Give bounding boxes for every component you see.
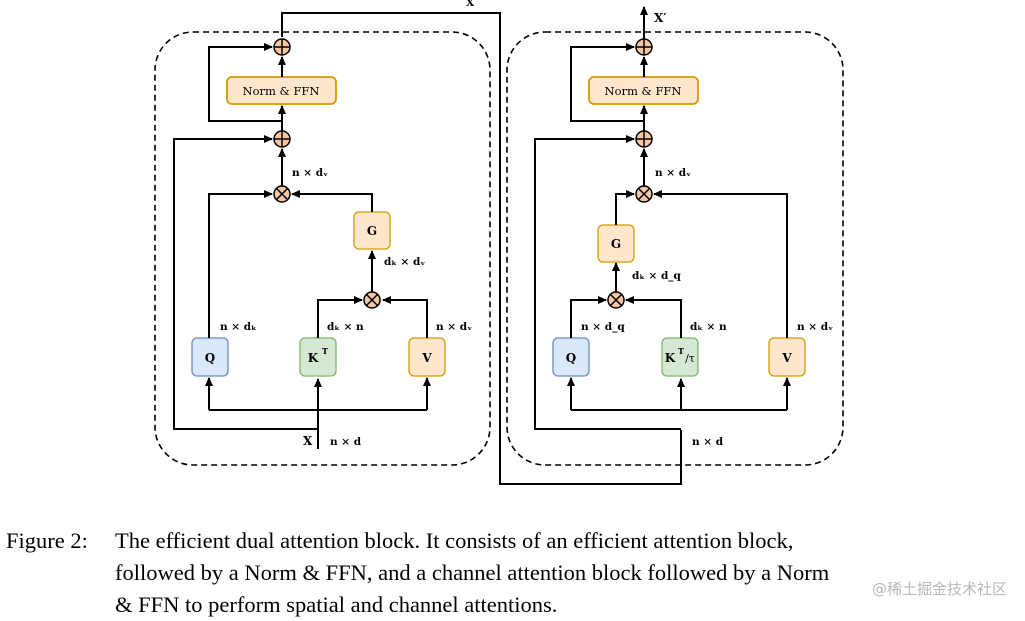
label-input-x: X <box>303 434 313 448</box>
k-superscript-channel: T <box>678 346 684 356</box>
label-n-d: n × d <box>330 436 362 448</box>
k-superscript: T <box>322 346 328 356</box>
label-dk-dq: dₖ × d_q <box>632 270 682 283</box>
label-dk-n: dₖ × n <box>327 321 364 333</box>
qk-multiply-icon <box>607 291 625 309</box>
k-label: K <box>308 351 319 365</box>
channel-residual-skip-1 <box>534 135 681 430</box>
label-n-dv-v: n × dᵥ <box>436 321 472 333</box>
channel-residual-add-icon-1 <box>635 130 653 148</box>
residual-add-icon-1 <box>273 130 291 148</box>
channel-residual-skip-2 <box>570 43 644 122</box>
label-dk-dv: dₖ × dᵥ <box>384 256 425 268</box>
q-to-mult-line-channel <box>570 296 607 338</box>
q-label-channel: Q <box>566 351 576 365</box>
v-to-mult-line-channel <box>653 190 788 338</box>
v-label-channel: V <box>781 351 792 365</box>
k-label-channel: K <box>665 351 676 365</box>
spatial-attention-block: Q K T V G <box>173 38 472 449</box>
spatial-block-outline <box>154 31 491 466</box>
norm-ffn-label: Norm & FFN <box>243 84 320 98</box>
q-to-mult-line <box>208 190 273 338</box>
watermark: @稀土掘金技术社区 <box>871 580 1007 598</box>
residual-add-icon-2 <box>273 38 291 56</box>
label-dk-n-channel: dₖ × n <box>690 321 727 333</box>
q-label: Q <box>205 351 215 365</box>
caption-line-3: & FFN to perform spatial and channel att… <box>115 592 558 617</box>
gv-multiply-icon <box>635 185 653 203</box>
v-to-mult-line <box>382 296 428 338</box>
caption-prefix: Figure 2: <box>6 528 88 553</box>
block-connector-line <box>281 12 682 485</box>
norm-ffn-label-channel: Norm & FFN <box>605 84 682 98</box>
label-n-dv-v-channel: n × dᵥ <box>797 321 833 333</box>
intermediate-x-label: X <box>466 0 475 9</box>
g-label-channel: G <box>611 237 621 251</box>
g-to-mult-line-channel <box>615 190 635 225</box>
label-n-d-channel: n × d <box>692 436 724 448</box>
k-to-mult-line-channel <box>625 296 682 338</box>
channel-attention-block: Q K T /τ V G Nor <box>534 6 833 448</box>
g-label: G <box>367 224 377 238</box>
v-label: V <box>421 351 432 365</box>
caption-line-2: followed by a Norm & FFN, and a channel … <box>115 560 830 585</box>
label-n-dq: n × d_q <box>581 321 625 334</box>
g-to-mult-line <box>291 190 373 212</box>
kv-multiply-icon <box>363 291 381 309</box>
channel-residual-add-icon-2 <box>635 38 653 56</box>
dual-attention-diagram: X Q K T V G <box>154 0 844 485</box>
k-suffix-channel: /τ <box>685 352 695 365</box>
figure-caption: Figure 2: The efficient dual attention b… <box>6 525 1021 621</box>
residual-skip-1 <box>173 135 318 430</box>
channel-block-outline <box>506 31 844 466</box>
output-x-prime-label: X′ <box>654 11 666 25</box>
label-n-dk: n × dₖ <box>220 321 257 333</box>
label-n-dv-output: n × dᵥ <box>292 167 328 179</box>
caption-line-1: The efficient dual attention block. It c… <box>115 528 794 553</box>
label-n-dv-output-channel: n × dᵥ <box>655 167 691 179</box>
k-to-mult-line <box>317 296 363 338</box>
residual-skip-2 <box>208 43 282 122</box>
qg-multiply-icon <box>273 185 291 203</box>
